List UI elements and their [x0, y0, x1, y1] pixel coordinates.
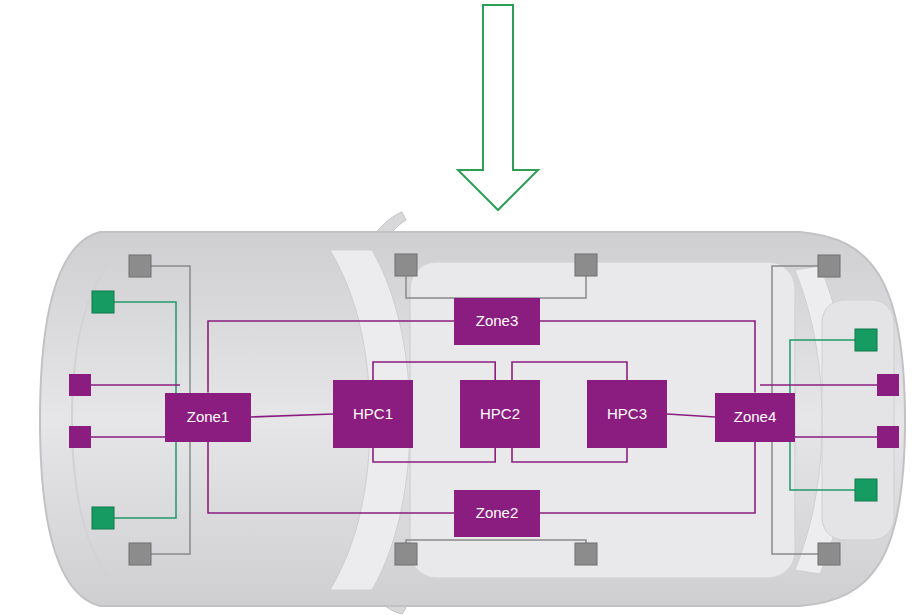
node-label: Zone4 — [734, 408, 777, 426]
compute-box: HPC1 — [333, 380, 413, 448]
grey-device — [129, 254, 840, 565]
node-label: HPC3 — [607, 405, 647, 423]
zone-box: Zone2 — [454, 490, 540, 537]
bus-connector — [208, 442, 454, 514]
node-label: Zone2 — [476, 504, 519, 522]
node-label: Zone1 — [187, 408, 230, 426]
bus-connector — [373, 448, 495, 462]
bus-connector — [251, 414, 333, 417]
grey-wiring — [151, 266, 818, 554]
bus-connector — [373, 362, 495, 380]
purple-device — [69, 374, 899, 448]
zone-box: Zone4 — [715, 393, 795, 442]
zone-box: Zone1 — [165, 393, 251, 442]
roof — [410, 262, 795, 578]
trunk — [822, 300, 894, 540]
bus-connector — [540, 442, 755, 514]
car-body — [40, 232, 905, 606]
down-arrow — [458, 5, 538, 210]
node-label: HPC1 — [353, 405, 393, 423]
node-label: Zone3 — [476, 312, 519, 330]
bus-connector — [512, 362, 627, 380]
compute-box: HPC3 — [587, 380, 667, 448]
compute-box: HPC2 — [460, 380, 540, 448]
bus-connector — [667, 414, 715, 417]
bus-connector — [512, 448, 627, 462]
bus-connector — [208, 321, 454, 393]
node-label: HPC2 — [480, 405, 520, 423]
zone-box: Zone3 — [454, 298, 540, 345]
